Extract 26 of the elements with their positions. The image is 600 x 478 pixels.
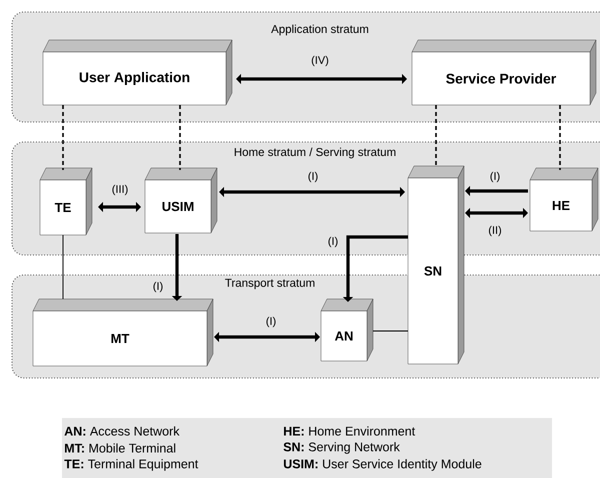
line [62, 234, 64, 300]
box: AN [320, 298, 374, 362]
dashed-line [559, 105, 561, 170]
double-arrow [98, 202, 141, 212]
box: SN [408, 166, 464, 364]
legend-text: HE: Home Environment [284, 426, 416, 436]
box: Service Provider [412, 40, 596, 106]
box: User Application [42, 40, 232, 106]
box: MT [32, 298, 214, 366]
dashed-line [435, 105, 437, 168]
legend-text: TE: Terminal Equipment [64, 459, 198, 471]
legend-text: MT: Mobile Terminal [65, 443, 176, 453]
dashed-line [62, 105, 64, 170]
line [372, 330, 408, 332]
double-arrow [465, 208, 528, 218]
edge-label: (IV) [310, 54, 330, 68]
legend-text: USIM: User Service Identity Module [284, 459, 482, 471]
box: USIM [144, 168, 218, 234]
legend-text: AN: Access Network [64, 426, 180, 436]
box: HE [530, 168, 598, 232]
legend-text: SN: Serving Network [284, 442, 400, 454]
double-arrow [219, 186, 405, 198]
dashed-line [179, 105, 181, 170]
box: TE [40, 168, 92, 236]
double-arrow [214, 332, 320, 342]
double-arrow [236, 74, 407, 84]
